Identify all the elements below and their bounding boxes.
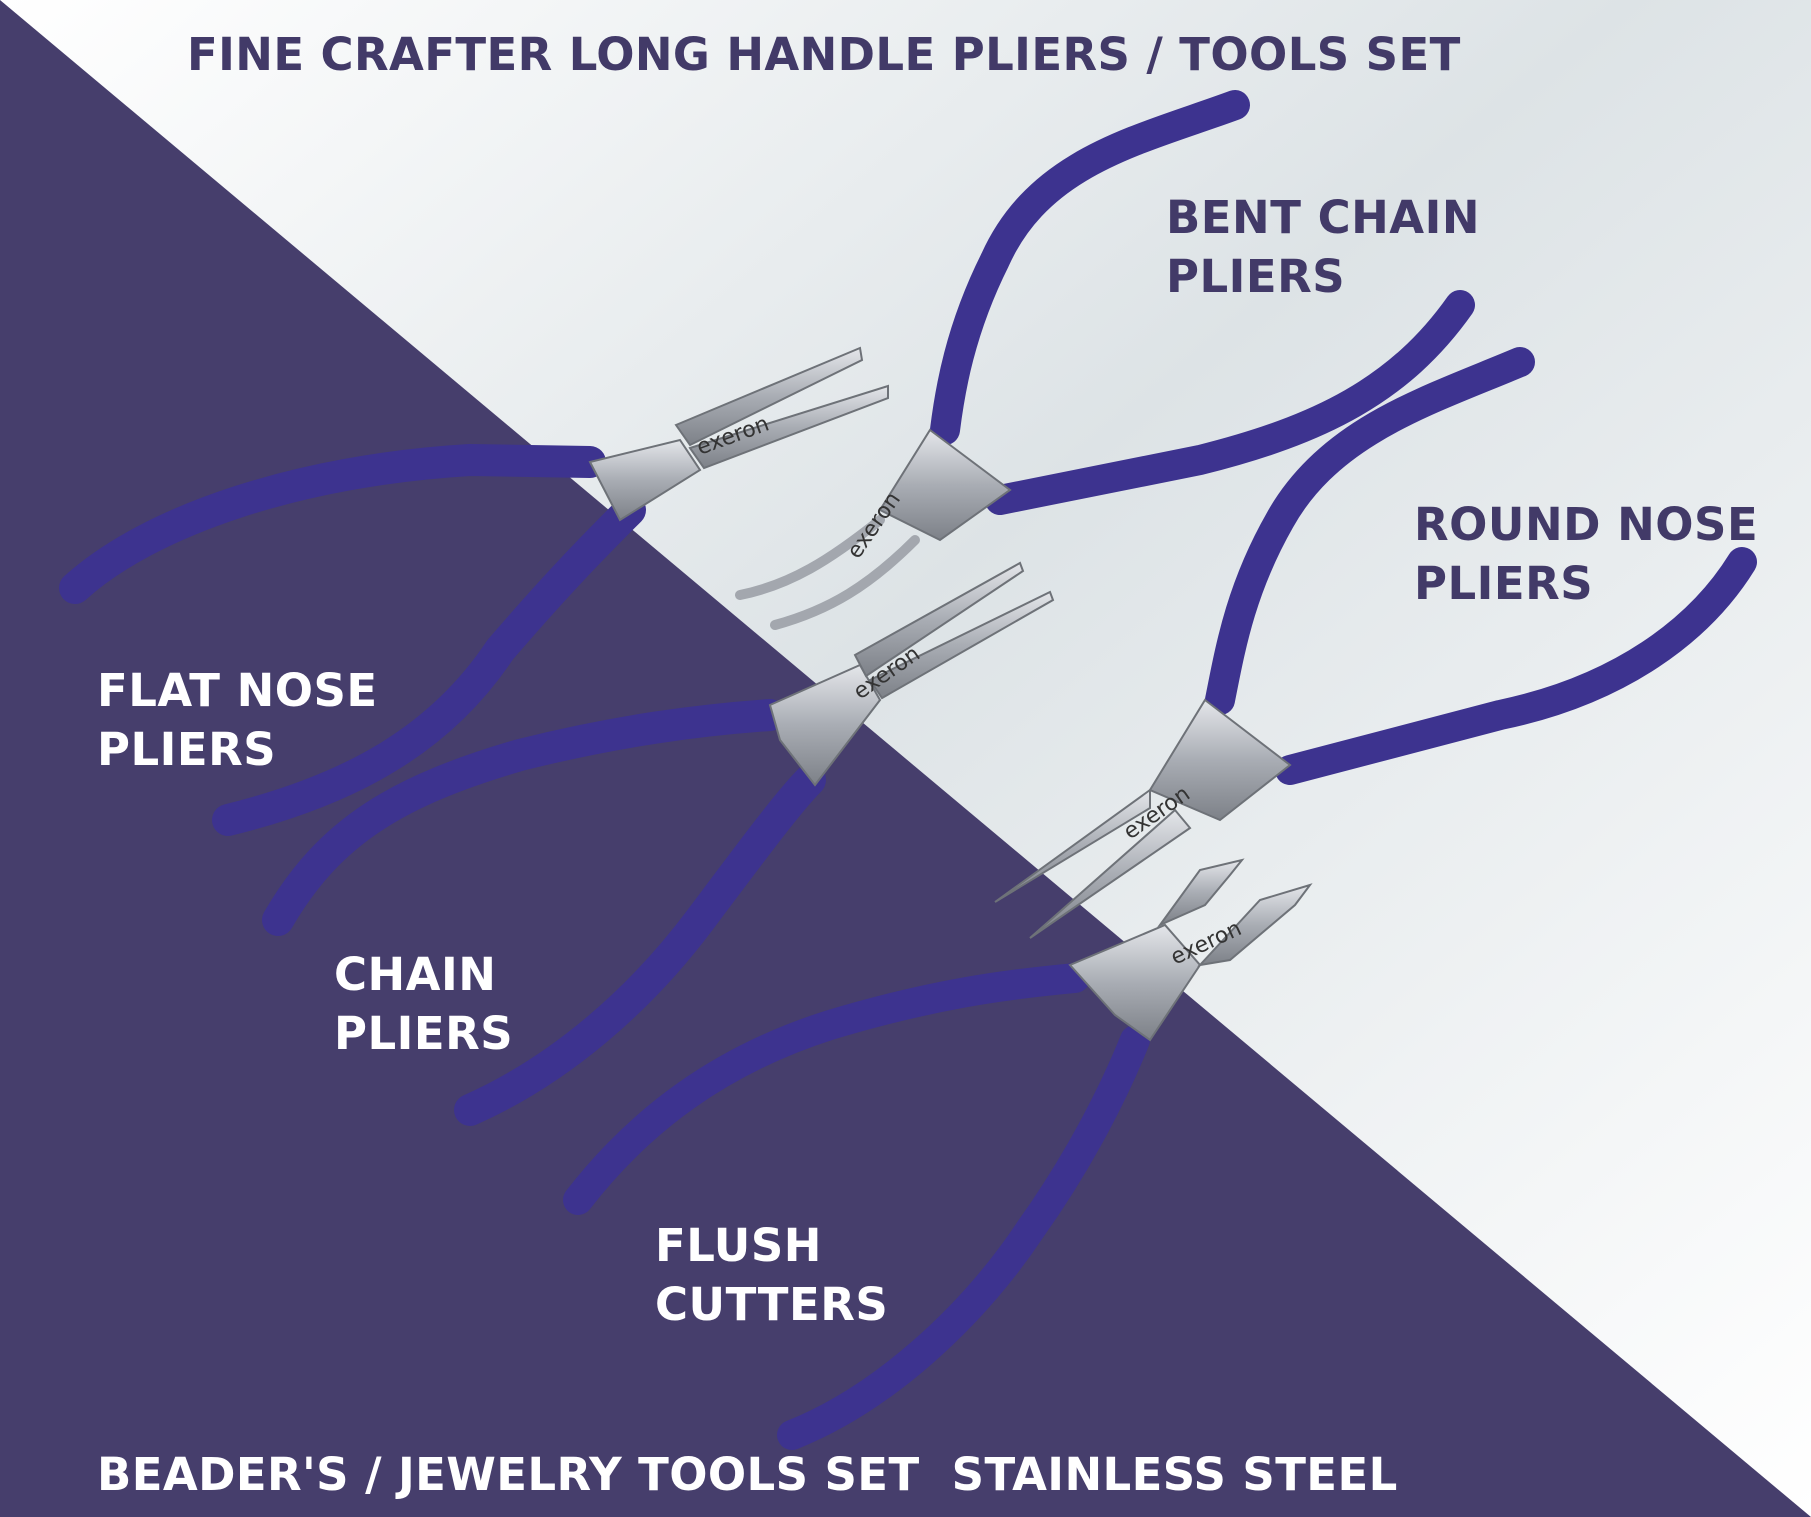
flat-nose-handle-upper bbox=[59, 443, 606, 604]
chain-label-line1: CHAIN bbox=[334, 948, 497, 1001]
flat-nose-label-line2: PLIERS bbox=[97, 723, 277, 776]
round-nose-label-line2: PLIERS bbox=[1414, 557, 1594, 610]
flat-nose-label-line1: FLAT NOSE bbox=[97, 664, 378, 717]
chain-jaw-lower bbox=[868, 590, 1055, 700]
round-nose-handle-upper bbox=[1205, 347, 1535, 715]
page-title: FINE CRAFTER LONG HANDLE PLIERS / TOOLS … bbox=[187, 28, 1461, 81]
round-nose-label: ROUND NOSE PLIERS bbox=[1414, 495, 1758, 613]
flat-nose-steel-joint bbox=[588, 438, 702, 522]
bent-chain-jaw-lower bbox=[770, 535, 920, 630]
flush-cutters-handle-lower bbox=[777, 1025, 1150, 1450]
round-nose-label-line1: ROUND NOSE bbox=[1414, 498, 1759, 551]
chain-jaw-upper bbox=[853, 561, 1025, 678]
flush-cutters: exeron bbox=[563, 858, 1313, 1450]
chain-handle-lower bbox=[454, 764, 826, 1126]
flat-nose-pliers: exeron bbox=[59, 346, 889, 836]
flush-cutters-label-line2: CUTTERS bbox=[655, 1278, 889, 1331]
footer-subtitle: BEADER'S / JEWELRY TOOLS SET STAINLESS S… bbox=[97, 1448, 1398, 1501]
round-nose-steel-joint bbox=[1148, 698, 1292, 822]
bent-chain-handle-upper bbox=[930, 90, 1250, 445]
chain-pliers: exeron bbox=[262, 561, 1055, 1126]
bent-chain-jaw-upper bbox=[735, 515, 885, 600]
chain-steel-joint bbox=[768, 663, 882, 787]
round-nose-pliers: exeron bbox=[994, 347, 1757, 939]
chain-label: CHAIN PLIERS bbox=[334, 945, 513, 1063]
chain-handle-upper bbox=[262, 699, 786, 936]
flat-nose-jaw-upper bbox=[674, 346, 864, 447]
flat-nose-handle-lower bbox=[212, 494, 646, 836]
flush-cutters-label: FLUSH CUTTERS bbox=[655, 1216, 888, 1334]
round-nose-jaw-lower bbox=[1029, 808, 1192, 939]
flush-cutters-handle-upper bbox=[563, 963, 1090, 1215]
flush-cutters-label-line1: FLUSH bbox=[655, 1219, 822, 1272]
bent-chain-handle-lower bbox=[985, 290, 1475, 515]
flush-cutters-blade-upper bbox=[1156, 858, 1245, 928]
flush-cutters-steel-joint bbox=[1068, 923, 1202, 1042]
flush-cutters-blade-lower bbox=[1197, 883, 1313, 967]
flat-nose-jaw-lower bbox=[688, 384, 889, 470]
round-nose-handle-lower bbox=[1275, 547, 1757, 785]
round-nose-jaw-upper bbox=[994, 788, 1151, 903]
flat-nose-label: FLAT NOSE PLIERS bbox=[97, 661, 378, 779]
bent-chain-label: BENT CHAIN PLIERS bbox=[1166, 188, 1480, 306]
bent-chain-steel-joint bbox=[878, 428, 1012, 542]
chain-label-line2: PLIERS bbox=[334, 1007, 514, 1060]
bent-chain-label-line1: BENT CHAIN bbox=[1166, 191, 1480, 244]
bent-chain-label-line2: PLIERS bbox=[1166, 250, 1346, 303]
